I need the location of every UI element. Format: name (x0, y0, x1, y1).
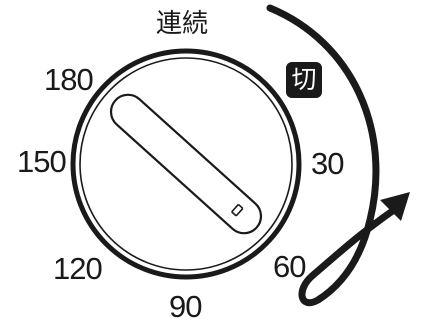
dial-inner-ring (79, 57, 293, 271)
dial-mark-60: 60 (273, 249, 306, 284)
dial-mark-90: 90 (169, 289, 202, 324)
dial-mark-30: 30 (311, 146, 344, 181)
clockwise-arrow-icon (266, 4, 410, 306)
dial-mark-120: 120 (53, 251, 103, 286)
dial-outer-ring (70, 48, 302, 280)
dial-mark-180: 180 (44, 62, 94, 97)
off-badge: 切 (286, 62, 322, 98)
timer-knob-icon[interactable] (104, 88, 268, 240)
dial-mark-150: 150 (17, 144, 67, 179)
dial-label-continuous: 連続 (156, 9, 209, 39)
